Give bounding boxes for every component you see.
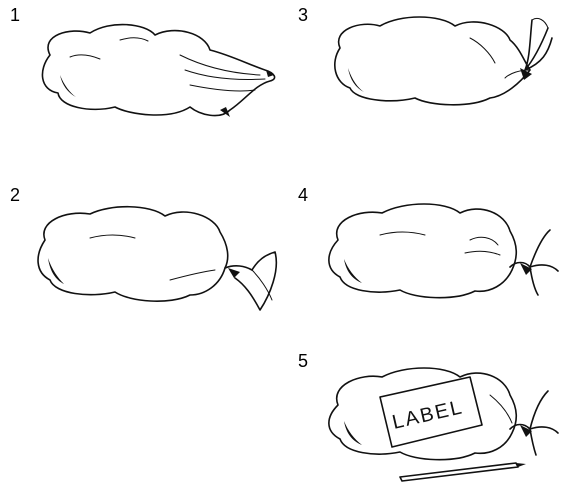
step-number-5: 5 bbox=[298, 352, 308, 370]
twisted-bag-icon bbox=[30, 200, 290, 320]
tied-bag-icon bbox=[320, 195, 560, 315]
loose-bag-icon bbox=[30, 15, 290, 130]
step-number-2: 2 bbox=[10, 186, 20, 204]
labeled-bag-icon: LABEL bbox=[320, 355, 560, 480]
step-number-1: 1 bbox=[10, 6, 20, 24]
label-tag-text: LABEL bbox=[390, 396, 465, 434]
folded-neck-bag-icon bbox=[320, 8, 560, 118]
pencil-icon bbox=[400, 463, 518, 481]
step-number-4: 4 bbox=[298, 186, 308, 204]
step-number-3: 3 bbox=[298, 6, 308, 24]
